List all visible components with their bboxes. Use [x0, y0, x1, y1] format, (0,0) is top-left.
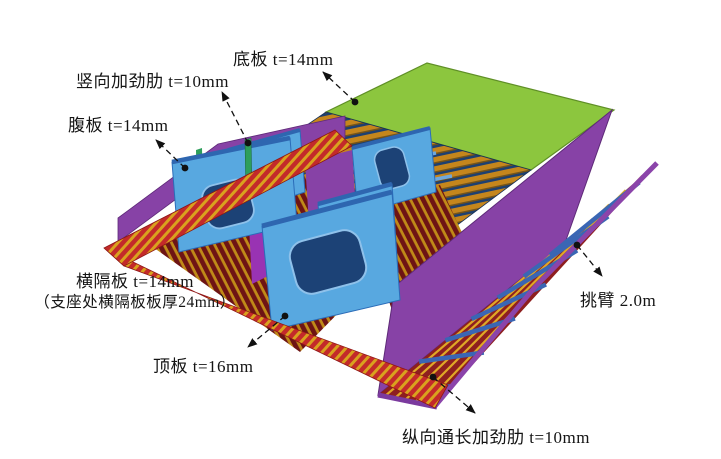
label-web: 腹板 t=14mm [68, 116, 169, 135]
leader-dots [181, 98, 581, 381]
label-vertical-stiffener: 竖向加劲肋 t=10mm [76, 72, 230, 91]
label-diaphragm-block: 横隔板 t=14mm （支座处横隔板板厚24mm） [24, 271, 246, 313]
label-bottom-plate: 底板 t=14mm [233, 50, 334, 69]
leader-top-plate [247, 315, 286, 348]
label-cantilever: 挑臂 2.0m [580, 291, 657, 310]
label-longitudinal-stiffener: 纵向通长加劲肋 t=10mm [402, 428, 591, 447]
label-diaphragm-note: （支座处横隔板板厚24mm） [34, 293, 236, 311]
leader-vertical-stiffener [221, 91, 249, 144]
deck-edge-bands [103, 129, 449, 409]
annotation-leaders [155, 71, 603, 414]
label-top-plate: 顶板 t=16mm [153, 357, 254, 376]
label-diaphragm: 横隔板 t=14mm [75, 272, 194, 291]
leader-web [155, 139, 186, 169]
diaphragm-front-big [261, 189, 401, 331]
leader-cantilever [576, 244, 603, 277]
leader-bottom-plate [322, 71, 356, 103]
